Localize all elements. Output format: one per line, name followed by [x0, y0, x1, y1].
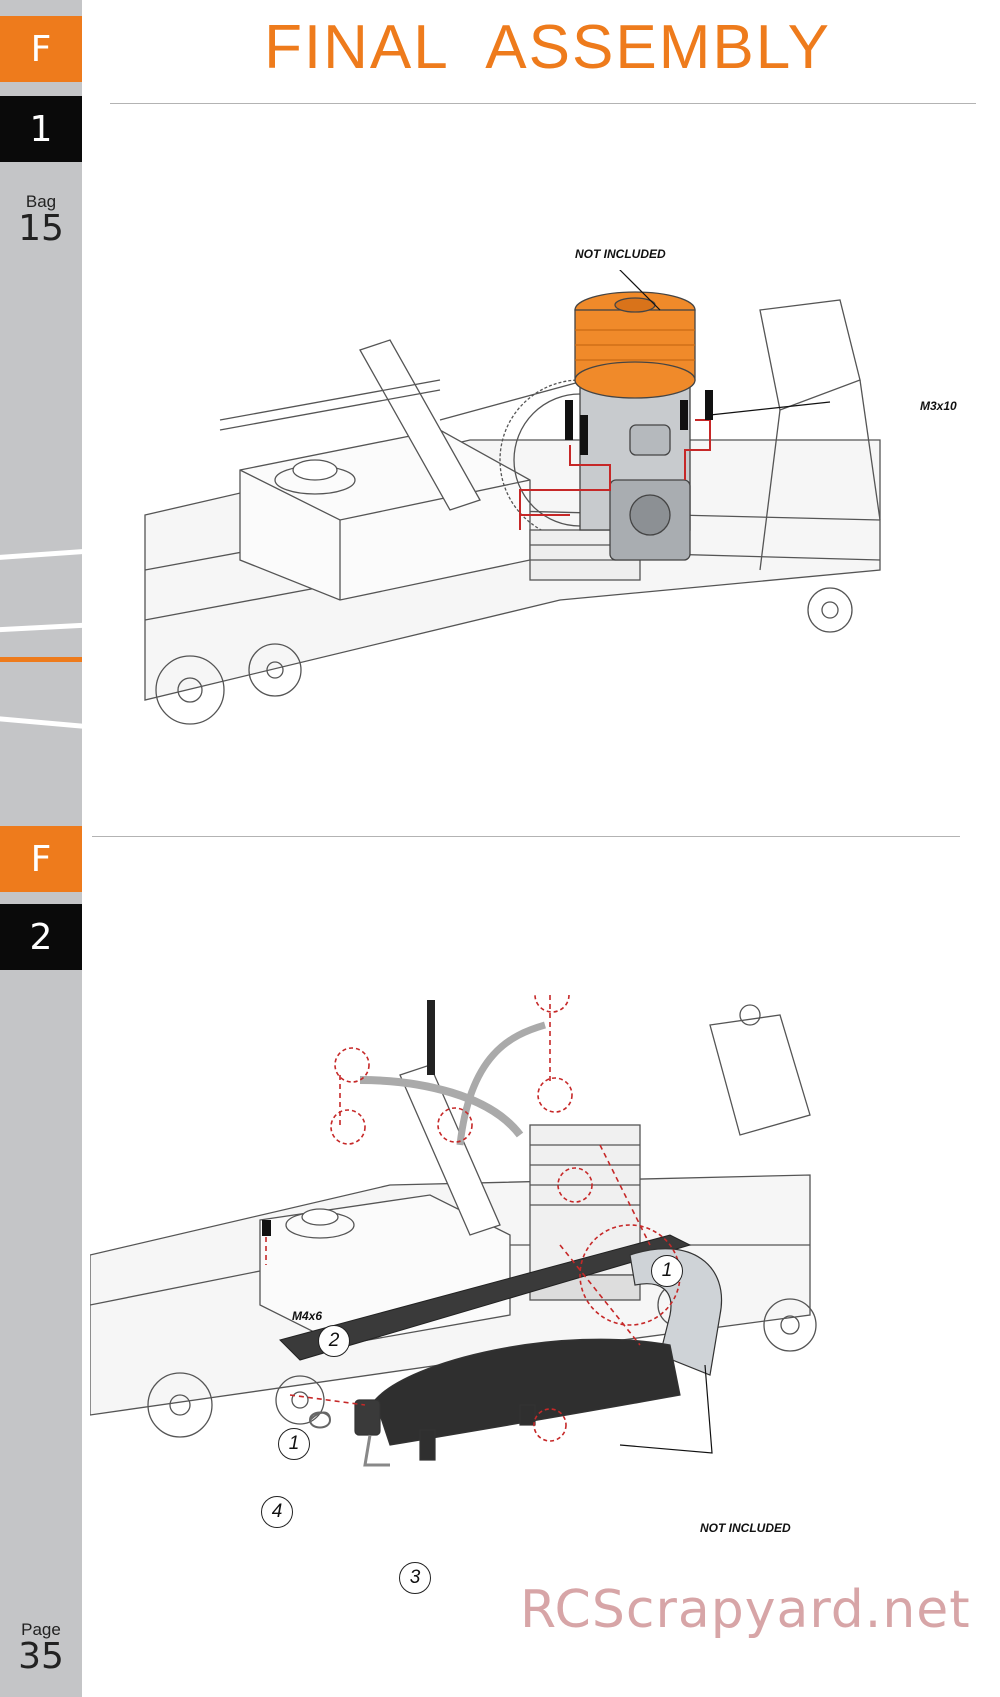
decorative-stripe [0, 549, 82, 560]
title-divider [110, 103, 976, 104]
sidebar: F 1 Bag 15 F 2 Page 35 [0, 0, 82, 1697]
decorative-stripe [0, 716, 82, 729]
engine-illustration [144, 270, 881, 725]
decorative-stripe-accent [0, 657, 82, 662]
belt-illustration [279, 1234, 692, 1361]
callout-number: 3 [399, 1562, 431, 1594]
decorative-stripe [0, 622, 82, 633]
page-label: Page [21, 1620, 61, 1639]
step-divider [92, 836, 960, 837]
step-number-tab-2: 2 [0, 904, 82, 970]
bag-label: Bag [25, 192, 57, 211]
page-number: 35 [18, 1636, 64, 1677]
exhaust-pipe-illustration [90, 995, 817, 1467]
callout-number: 1 [651, 1255, 683, 1287]
not-included-label: NOT INCLUDED [575, 247, 666, 261]
screw-size-label: M3x10 [920, 399, 957, 413]
watermark: RCScrapyard.net [520, 1580, 971, 1640]
callout-number: 1 [278, 1428, 310, 1460]
callout-number: 4 [261, 1496, 293, 1528]
screw-size-label-2: M4x6 [292, 1309, 323, 1323]
bag-number: 15 [18, 208, 64, 249]
section-letter-tab-2: F [0, 826, 82, 892]
not-included-label-2: NOT INCLUDED [700, 1521, 791, 1535]
step-number-tab: 1 [0, 96, 82, 162]
section-letter-tab: F [0, 16, 82, 82]
page-title: FINAL ASSEMBLY [264, 13, 831, 82]
callout-number: 2 [318, 1325, 350, 1357]
